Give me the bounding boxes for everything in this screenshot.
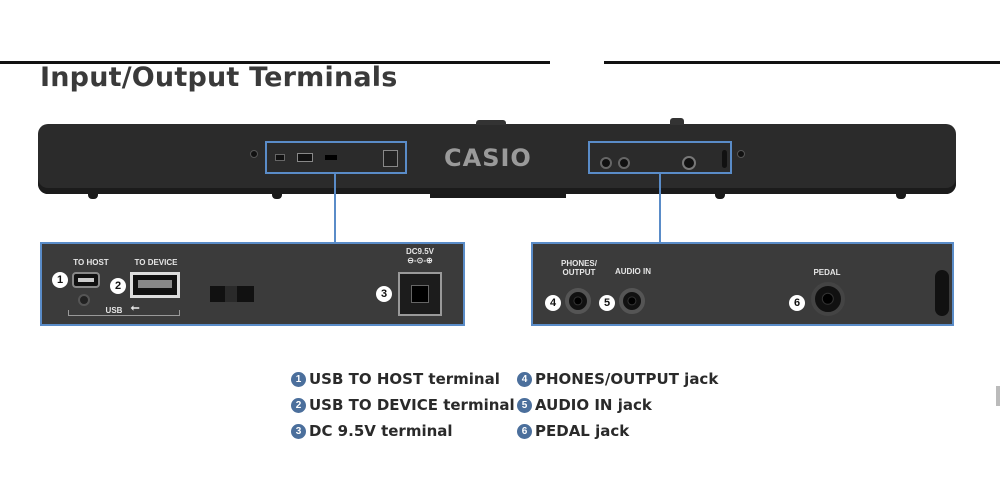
- legend-number: 4: [517, 371, 532, 387]
- badge-4: 4: [545, 295, 561, 311]
- scrollbar-thumb[interactable]: [996, 386, 1000, 406]
- right-detail-panel: PHONES/ OUTPUT AUDIO IN PEDAL 4 5 6: [531, 242, 954, 326]
- left-detail-panel: TO HOST TO DEVICE DC9.5V ⊖-⊙-⊕ 1 2 USB ⭠…: [40, 242, 465, 326]
- phones-output-label: PHONES/ OUTPUT: [560, 259, 597, 277]
- usb-host-port-opening: [78, 278, 94, 282]
- audio-in-jack: [619, 288, 645, 314]
- keyboard-foot: [88, 194, 98, 199]
- legend-text: USB TO HOST terminal: [309, 370, 500, 388]
- legend-item-5: 5 AUDIO IN jack: [517, 396, 652, 414]
- pedal-label: PEDAL: [813, 268, 841, 277]
- legend-number: 5: [517, 397, 532, 413]
- legend-text: PHONES/OUTPUT jack: [535, 370, 719, 388]
- right-terminal-highlight: [588, 141, 732, 174]
- usb-label: USB: [104, 306, 124, 315]
- pedal-jack-mini: [682, 156, 696, 170]
- keyboard-base: [430, 194, 566, 198]
- dc-port-mini: [383, 150, 398, 167]
- legend-text: DC 9.5V terminal: [309, 422, 453, 440]
- switch-mini: [325, 155, 337, 160]
- mode-switch-knob: [225, 286, 237, 302]
- keyboard-foot: [715, 194, 725, 199]
- legend-number: 1: [291, 371, 306, 387]
- badge-2: 2: [110, 278, 126, 294]
- legend-number: 3: [291, 423, 306, 439]
- to-device-label: TO DEVICE: [134, 258, 178, 267]
- usb-host-port-mini: [275, 154, 285, 161]
- legend-number: 6: [517, 423, 532, 439]
- keyboard-foot: [272, 194, 282, 199]
- phones-jack-mini: [600, 157, 612, 169]
- strap-slot-mini: [722, 150, 727, 168]
- pedal-jack: [811, 282, 845, 316]
- top-rule-right: [604, 61, 1000, 64]
- phones-output-jack: [565, 288, 591, 314]
- strap-slot: [935, 270, 949, 316]
- keyboard-rear-view: [38, 124, 956, 194]
- usb-bracket: [68, 310, 180, 316]
- casio-logo: CASIO: [444, 144, 532, 172]
- page-title: Input/Output Terminals: [40, 62, 398, 93]
- connector-line-right: [659, 172, 661, 242]
- audio-in-label: AUDIO IN: [615, 267, 651, 276]
- keyboard-knob: [670, 118, 684, 125]
- connector-line-left: [334, 172, 336, 242]
- dc-port-pin: [411, 285, 429, 303]
- dc-polarity-icon: ⊖-⊙-⊕: [407, 256, 433, 265]
- badge-6: 6: [789, 295, 805, 311]
- legend-number: 2: [291, 397, 306, 413]
- left-terminal-highlight: [265, 141, 407, 174]
- legend-item-3: 3 DC 9.5V terminal: [291, 422, 453, 440]
- usb-device-port-inner: [138, 280, 172, 288]
- badge-3: 3: [376, 286, 392, 302]
- usb-device-port-mini: [297, 153, 313, 162]
- keyboard-top-ridge: [476, 120, 506, 125]
- top-rule-left: [0, 61, 550, 64]
- legend-text: PEDAL jack: [535, 422, 630, 440]
- usb-symbol-icon: ⭠: [124, 303, 146, 314]
- audio-in-jack-mini: [618, 157, 630, 169]
- legend-text: AUDIO IN jack: [535, 396, 652, 414]
- legend-item-1: 1 USB TO HOST terminal: [291, 370, 500, 388]
- to-host-label: TO HOST: [73, 258, 109, 267]
- screw: [250, 150, 258, 158]
- dc-label: DC9.5V: [405, 247, 434, 256]
- screw-hole: [78, 294, 90, 306]
- screw: [737, 150, 745, 158]
- legend-item-4: 4 PHONES/OUTPUT jack: [517, 370, 718, 388]
- badge-5: 5: [599, 295, 615, 311]
- keyboard-foot: [896, 194, 906, 199]
- legend-item-2: 2 USB TO DEVICE terminal: [291, 396, 515, 414]
- badge-1: 1: [52, 272, 68, 288]
- legend-text: USB TO DEVICE terminal: [309, 396, 515, 414]
- legend-item-6: 6 PEDAL jack: [517, 422, 629, 440]
